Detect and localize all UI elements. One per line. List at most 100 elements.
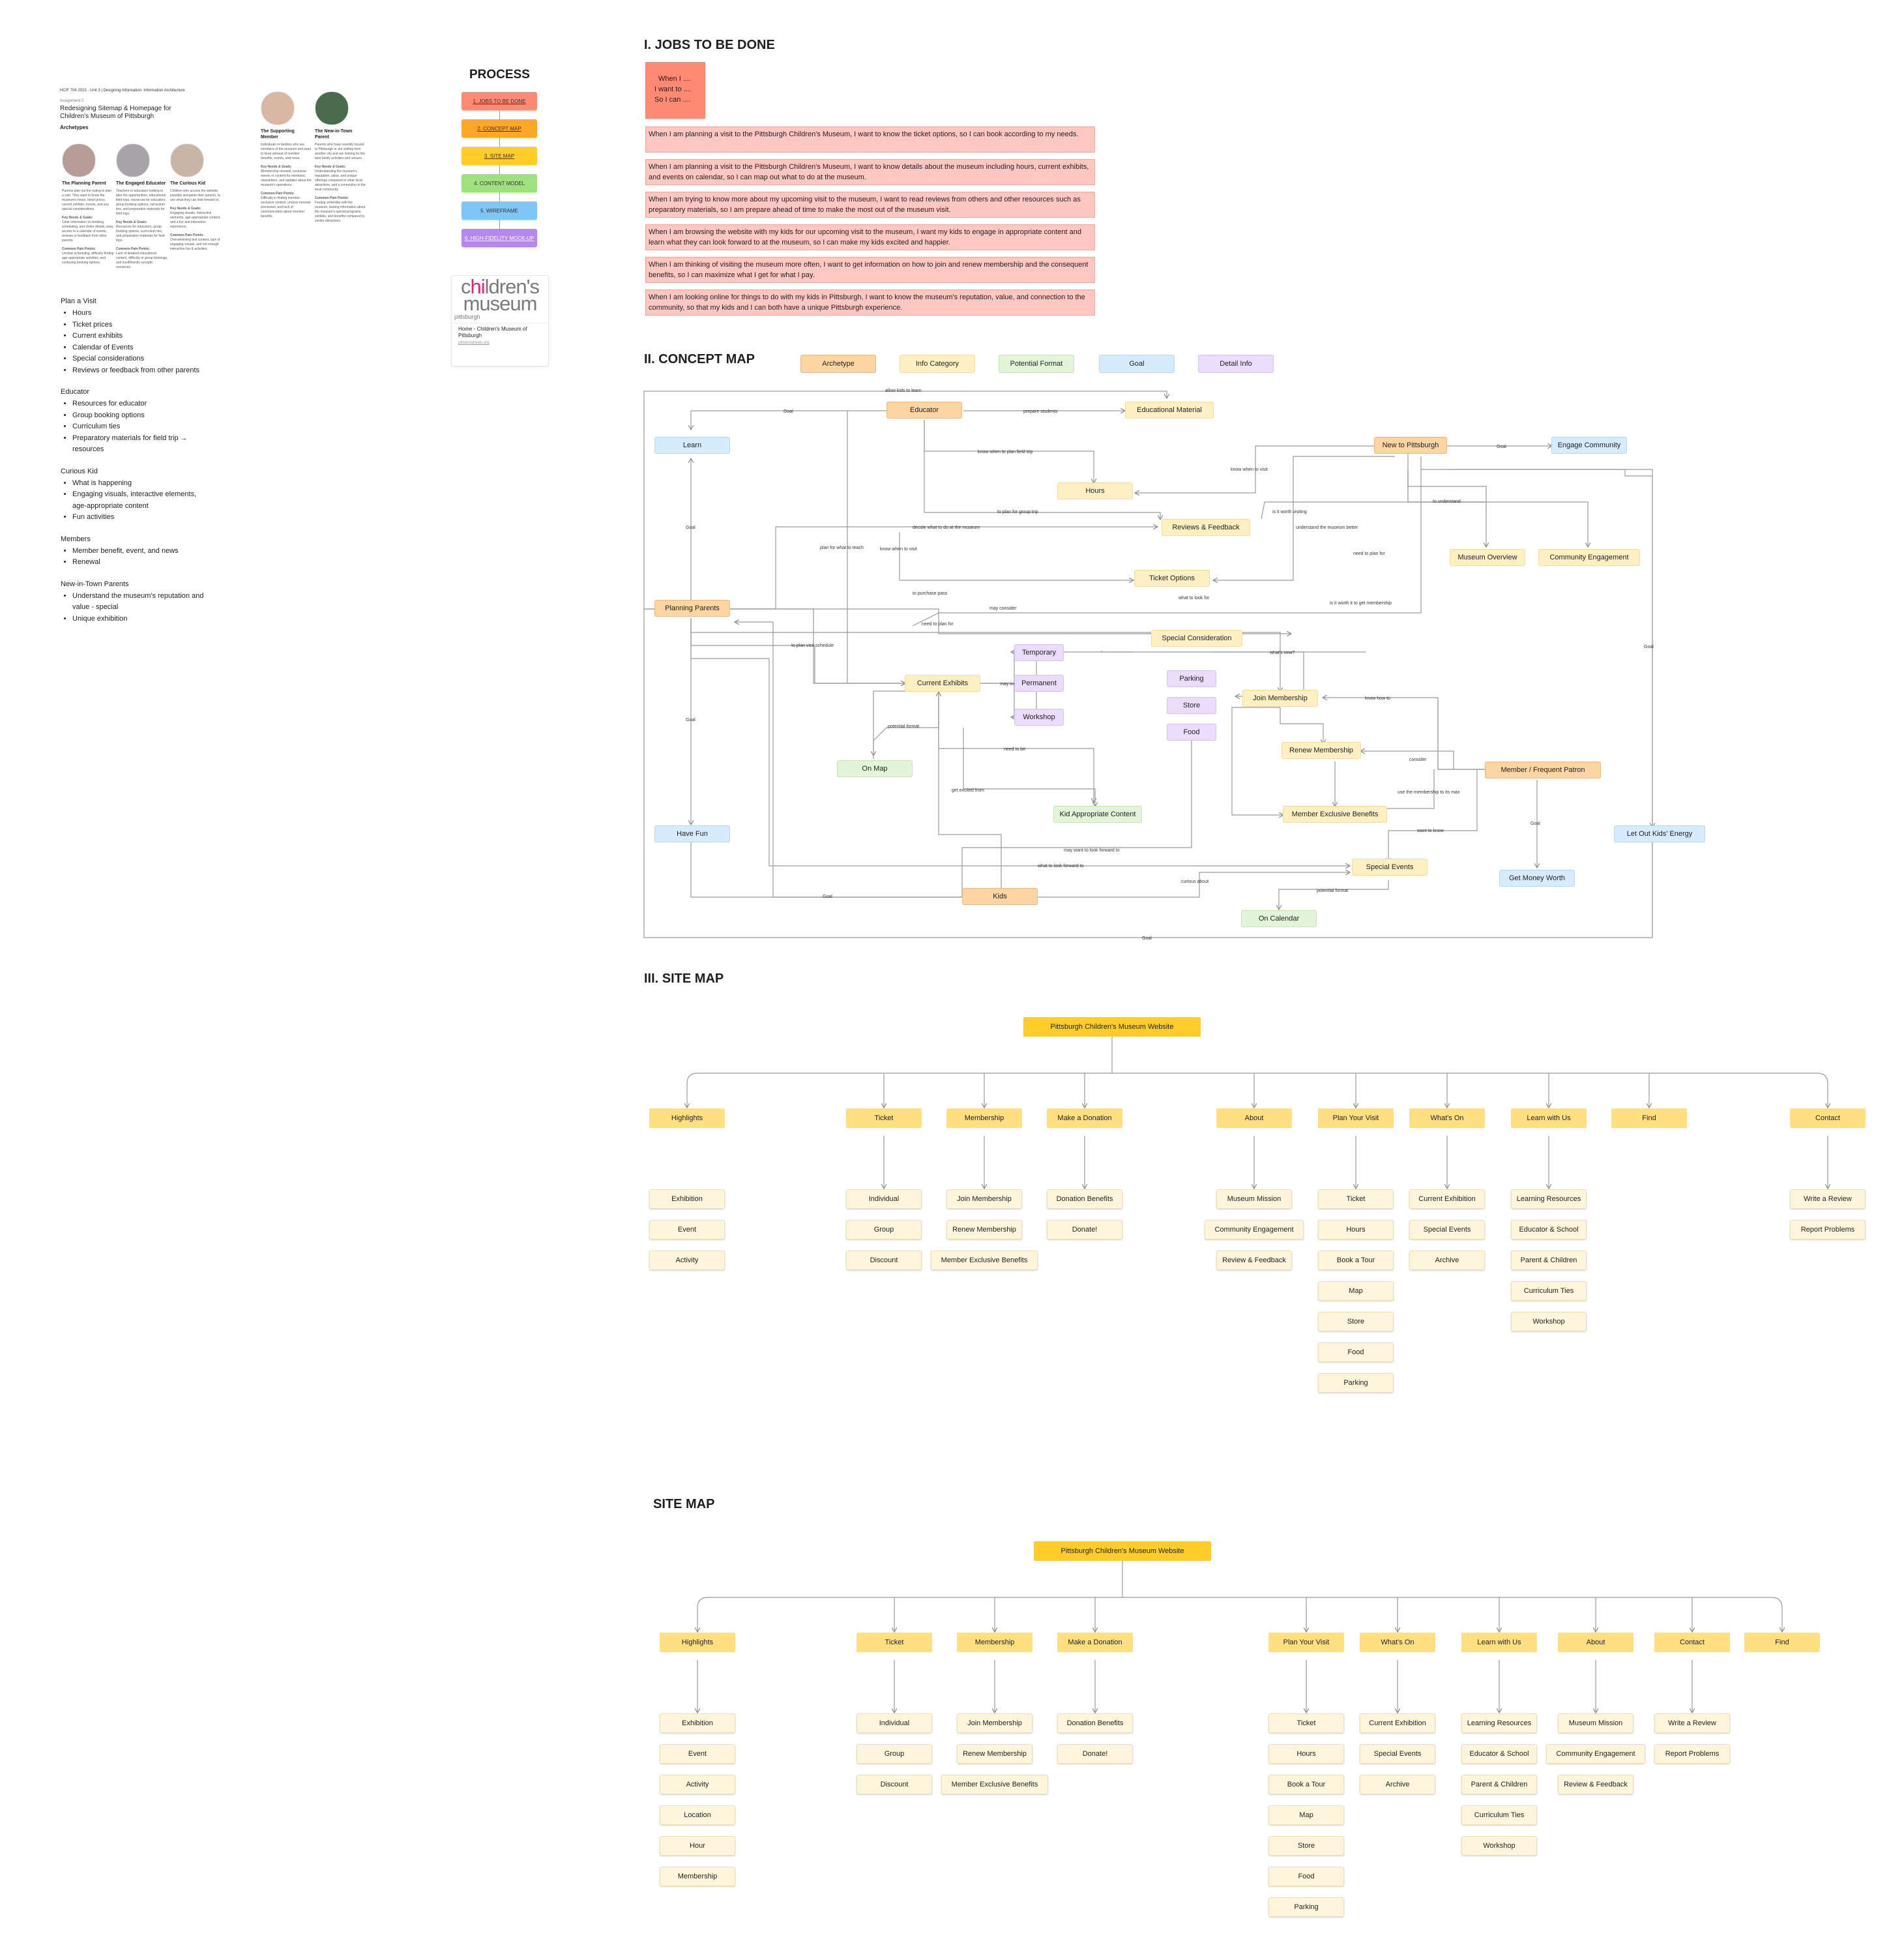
list-item: Fun activities [72,512,256,524]
link-url[interactable]: pittsburghkids.org [458,341,490,345]
edge-label: Goal [1497,445,1506,449]
process-step-jobs[interactable]: 1. JOBS TO BE DONE [461,92,537,110]
logo-word-childrens: children's [461,275,540,298]
site-map-page: Membership [660,1867,735,1886]
process-connector [499,220,500,229]
edge [873,692,939,759]
edge-label: get excited from [952,788,984,793]
site-map-section: Learn with Us [1511,1108,1587,1128]
site-map-page: Exhibition [660,1713,735,1733]
persona-pain-title: Common Pain Points: [116,247,150,251]
list-item: Unique exhibition [72,614,256,625]
node-renew-membership: Renew Membership [1282,742,1361,759]
node-member-exclusive-benefits: Member Exclusive Benefits [1283,806,1387,823]
sticky-line: When I .... [658,75,692,83]
site-map-2-root: Pittsburgh Children's Museum Website [1034,1541,1211,1561]
process-step-content-model[interactable]: 4. CONTENT MODEL [461,174,537,192]
persona-pain: Overwhelming text content, lack of engag… [170,238,220,251]
node-special-consideration: Special Consideration [1151,630,1242,647]
node-temporary: Temporary [1014,644,1064,661]
edge-label: prepare students [1023,409,1058,414]
node-hours: Hours [1057,482,1133,499]
edge [1407,469,1588,546]
edge [730,527,1157,610]
list-item: Member benefit, event, and news [72,546,256,557]
site-map-page: Write a Review [1654,1713,1730,1733]
edge-label: is it worth visiting [1272,510,1307,514]
site-map-page: Group [846,1220,922,1239]
edge-label: Goal [1142,936,1152,941]
site-map-page: Join Membership [946,1189,1022,1209]
site-map-section: About [1558,1633,1633,1652]
list-item: value - special [72,603,119,611]
persona-avatar [315,91,349,125]
edge-label: may include [1000,682,1024,687]
list-item: Calendar of Events [72,342,256,354]
node-parking: Parking [1167,670,1216,687]
edge-label: to plan visit schedule [791,644,834,648]
process-step-wireframe[interactable]: 5. WIREFRAME [461,201,537,220]
edge-label: know when to plan field trip [978,450,1033,454]
site-map-page: Exhibition [649,1189,725,1209]
needs-group: Curious Kid What is happening Engaging v… [61,467,256,524]
jobs-template-sticky: When I .... I want to .... So I can .... [645,62,705,119]
node-let-out-kids-energy: Let Out Kids' Energy [1614,825,1705,842]
persona-avatar [261,91,295,125]
site-map-page: Renew Membership [946,1220,1022,1239]
site-map-section: Make a Donation [1057,1633,1133,1652]
site-map-section: Plan Your Visit [1268,1633,1344,1652]
museum-logo: children's museum [452,275,548,314]
node-reviews-feedback: Reviews & Feedback [1162,519,1250,536]
edge [1214,456,1395,580]
process-step-high-fidelity[interactable]: 6. HIGH-FIDELITY MOCK-UP [461,229,537,247]
job-statement: When I am thinking of visiting the museu… [645,257,1095,283]
list-item: Understand the museum's reputation and [72,591,256,602]
edge-label: Goal [686,718,696,722]
site-map-page: Map [1318,1281,1394,1301]
process-connector [499,192,500,201]
list-item: Special considerations [72,353,256,365]
edge [1407,469,1486,546]
list-item: Engaging visuals, interactive elements, [72,489,256,501]
node-kid-appropriate-content: Kid Appropriate Content [1053,806,1142,823]
edge-label: potential format [1317,889,1348,893]
persona-needs-title: Key Needs & Goals: [116,220,147,224]
edge-label: need to be [1004,747,1025,752]
process-step-site-map[interactable]: 3. SITE MAP [461,147,537,165]
link-preview-card[interactable]: children's museum pittsburgh Home - Chil… [451,275,549,366]
site-map-section: Contact [1654,1633,1730,1652]
site-map-page: Hours [1268,1744,1344,1764]
site-map-section: Find [1744,1633,1820,1652]
needs-group-title: Members [61,535,91,543]
edge-label: potential format [888,724,919,729]
edge [1361,751,1485,770]
persona-name: The Engaged Educator [116,181,166,186]
list-item: Preparatory materials for field trip → [72,433,256,445]
site-map-page: Museum Mission [1216,1189,1292,1209]
edge [1437,698,1455,770]
edge-label: know how to [1365,696,1390,701]
site-map-section: Membership [957,1633,1033,1652]
site-map-page: Location [660,1805,735,1825]
process-connector [499,165,500,174]
legend-potential-format: Potential Format [999,355,1074,373]
job-statement: When I am trying to know more about my u… [645,192,1095,218]
persona-pain-title: Common Pain Points: [261,192,295,196]
node-food: Food [1167,724,1216,741]
site-map-section: Ticket [857,1633,932,1652]
site-map-page: Event [660,1744,735,1764]
edge [1261,446,1487,520]
process-step-concept-map[interactable]: 2. CONCEPT MAP [461,119,537,138]
site-map-edges [0,1037,1904,1408]
node-museum-overview: Museum Overview [1450,549,1525,566]
node-special-events: Special Events [1352,859,1428,876]
site-map-page: Community Engagement [1205,1220,1304,1239]
site-map-page: Ticket [1318,1189,1394,1209]
edge [690,618,900,684]
site-map-root: Pittsburgh Children's Museum Website [1023,1017,1201,1037]
site-map-page: Member Exclusive Benefits [931,1251,1038,1270]
edge [1280,707,1323,743]
site-map-page: Write a Review [1790,1189,1866,1209]
edge [643,469,1653,938]
edge-label: use the membership to its max [1398,790,1460,795]
